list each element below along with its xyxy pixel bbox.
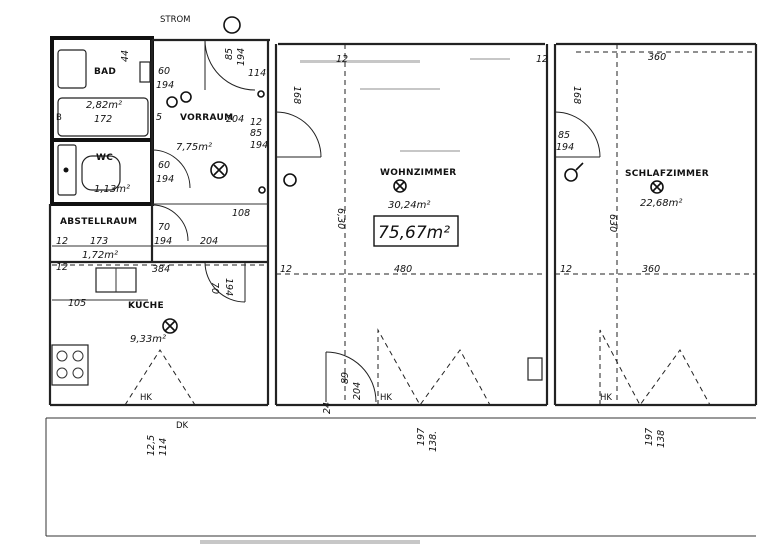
dim-12-c: 12 xyxy=(280,264,292,275)
room-area-schlafzimmer: 22,68m² xyxy=(640,198,682,209)
window-markers xyxy=(124,328,711,406)
dim-194-c: 194 xyxy=(250,140,268,151)
label-strom: STROM xyxy=(160,15,191,25)
label-hk-kueche: HK xyxy=(140,393,152,403)
dim-60-a: 60 xyxy=(158,66,170,77)
label-dk: DK xyxy=(176,421,189,431)
dim-204-a: 204 xyxy=(226,114,244,125)
dim-125: 12,5 xyxy=(146,435,157,456)
dim-89: 89 xyxy=(340,372,351,384)
dim-194-d: 194 xyxy=(156,174,174,185)
dim-12-g: 12 xyxy=(56,262,68,273)
electrical-symbols xyxy=(162,16,664,334)
room-area-wohnzimmer: 30,24m² xyxy=(388,200,430,211)
dim-114: 114 xyxy=(248,68,266,79)
room-name-wohnzimmer: WOHNZIMMER xyxy=(380,168,457,178)
total-area: 75,67m² xyxy=(378,223,450,243)
dim-105: 105 xyxy=(68,298,86,309)
room-area-bad: 2,82m² xyxy=(86,100,122,111)
dim-194-a: 194 xyxy=(156,80,174,91)
label-b: B xyxy=(56,113,62,123)
dim-60-b: 60 xyxy=(158,160,170,171)
dim-85-c: 85 xyxy=(558,130,570,141)
room-name-schlafzimmer: SCHLAFZIMMER xyxy=(625,169,709,179)
light-vorraum xyxy=(210,161,228,179)
room-area-abstellraum: 1,72m² xyxy=(82,250,118,261)
dim-108: 108 xyxy=(232,208,250,219)
room-area-vorraum: 7,75m² xyxy=(176,142,212,153)
room-name-kueche: KÜCHE xyxy=(128,300,164,311)
dim-85-b: 85 xyxy=(250,128,262,139)
stove xyxy=(51,344,89,386)
dim-70-b: 70 xyxy=(209,282,220,294)
dim-194-f: 194 xyxy=(223,278,234,296)
room-area-wc: 1,13m² xyxy=(94,184,130,195)
room-labels: BAD 2,82m² WC 1,13m² VORRAUM 7,75m² ABST… xyxy=(60,67,709,345)
dim-172: 172 xyxy=(94,114,112,125)
dim-24: 24 xyxy=(322,402,333,414)
room-name-bad: BAD xyxy=(94,67,116,77)
doors xyxy=(151,39,601,403)
dim-12-d: 12 xyxy=(560,264,572,275)
light-wohnzimmer xyxy=(393,179,407,193)
room-name-wc: WC xyxy=(96,153,113,163)
room-area-kueche: 9,33m² xyxy=(130,334,166,345)
dim-44: 44 xyxy=(120,50,131,62)
light-schlafzimmer xyxy=(650,180,664,194)
dim-197-b: 197 xyxy=(644,428,655,446)
dim-173: 173 xyxy=(90,236,108,247)
dim-70-a: 70 xyxy=(158,222,170,233)
dim-12-f: 12 xyxy=(336,54,348,65)
light-kueche xyxy=(162,318,178,334)
label-hk-schlaf: HK xyxy=(600,393,612,403)
dim-194-e: 194 xyxy=(154,236,172,247)
dim-630-b: 630 xyxy=(607,214,618,232)
dim-360-a: 360 xyxy=(642,264,660,275)
room-name-vorraum: VORRAUM xyxy=(180,113,233,123)
room-name-abstellraum: ABSTELLRAUM xyxy=(60,217,137,227)
bathtub xyxy=(57,97,149,137)
dim-204-c: 204 xyxy=(352,382,363,400)
dim-194-g: 194 xyxy=(556,142,574,153)
dimensions: 44 60 194 85 194 114 172 5 204 12 85 194… xyxy=(56,48,667,456)
dim-5: 5 xyxy=(156,112,162,123)
dim-360-b: 360 xyxy=(648,52,666,63)
dim-630-a: 6,30 xyxy=(335,208,346,229)
dim-168-a: 168 xyxy=(291,86,302,104)
dim-194-b: 194 xyxy=(236,48,247,66)
dim-197-a: 197 xyxy=(416,428,427,446)
dim-138-a: 138. xyxy=(428,431,439,452)
dim-168-b: 168 xyxy=(571,86,582,104)
dim-85-a: 85 xyxy=(224,48,235,60)
dim-12-a: 12 xyxy=(250,117,262,128)
fixtures xyxy=(51,49,543,386)
scan-noise xyxy=(200,58,510,544)
total-area-box xyxy=(373,215,459,247)
label-hk-wohn: HK xyxy=(380,393,392,403)
dim-138-b: 138 xyxy=(656,430,667,448)
dim-114-b: 114 xyxy=(158,438,169,456)
washbasin xyxy=(57,49,87,89)
dim-12-b: 12 xyxy=(56,236,68,247)
dim-480: 480 xyxy=(394,264,412,275)
dim-384: 384 xyxy=(152,264,170,275)
walls xyxy=(45,36,758,537)
dimension-lines xyxy=(52,44,756,405)
toilet xyxy=(81,155,121,191)
dim-12-e: 12 xyxy=(536,54,548,65)
annotations: STROM B HK HK HK DK xyxy=(56,15,612,431)
dim-204-b: 204 xyxy=(200,236,218,247)
